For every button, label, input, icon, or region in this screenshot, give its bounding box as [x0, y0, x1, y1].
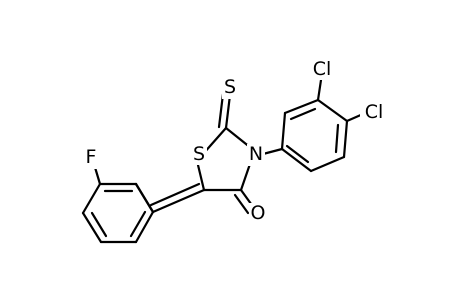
atom-s-ring: S	[193, 143, 205, 165]
bond-fph-5	[134, 210, 155, 244]
s-ring-bg	[191, 143, 207, 165]
n-bg	[247, 144, 265, 166]
s-thione-bg	[222, 77, 238, 99]
bond-n-aryl	[261, 147, 284, 156]
bond-fph-inner-2	[90, 211, 108, 238]
bond-clph-6	[280, 147, 313, 173]
bond-clph-inner-2	[334, 123, 340, 154]
bond-c2-s-double-b	[217, 92, 225, 129]
atom-label-layer: Cl Cl N S S O F	[83, 58, 388, 225]
o-bg	[249, 203, 267, 225]
bond-clph-4	[342, 119, 349, 159]
bond-fph-2	[81, 182, 102, 215]
bond-c2-s-double-a	[224, 93, 232, 130]
bond-layer	[81, 78, 365, 244]
f-bg	[83, 147, 99, 169]
bond-c5-s1	[196, 163, 206, 192]
cl-top-bg	[307, 58, 335, 80]
bond-clph-3	[316, 98, 349, 123]
bond-clph-2	[283, 98, 320, 115]
bond-c2-n3	[224, 126, 253, 150]
bond-clph-1	[280, 111, 287, 151]
bond-clph-5	[309, 155, 346, 173]
atom-cl-right: Cl	[365, 101, 384, 123]
atom-o: O	[251, 202, 266, 224]
bond-clph-inner-3	[285, 144, 310, 164]
atom-f: F	[86, 146, 97, 168]
bond-c4-o-double-b	[233, 193, 250, 215]
bond-c5-ch-double-a	[151, 188, 206, 214]
cl-right-bg	[360, 101, 388, 123]
bond-c5-ch-double-b	[149, 182, 201, 207]
atom-cl-top: Cl	[313, 58, 332, 80]
bond-fph-6	[134, 182, 155, 214]
bond-fph-inner-3	[129, 210, 147, 238]
atom-n: N	[249, 143, 263, 165]
bond-clph-inner-1	[289, 107, 317, 121]
atom-s-thione: S	[224, 76, 236, 98]
bond-fph-3	[81, 211, 103, 244]
bond-c-cl-top	[316, 78, 323, 102]
